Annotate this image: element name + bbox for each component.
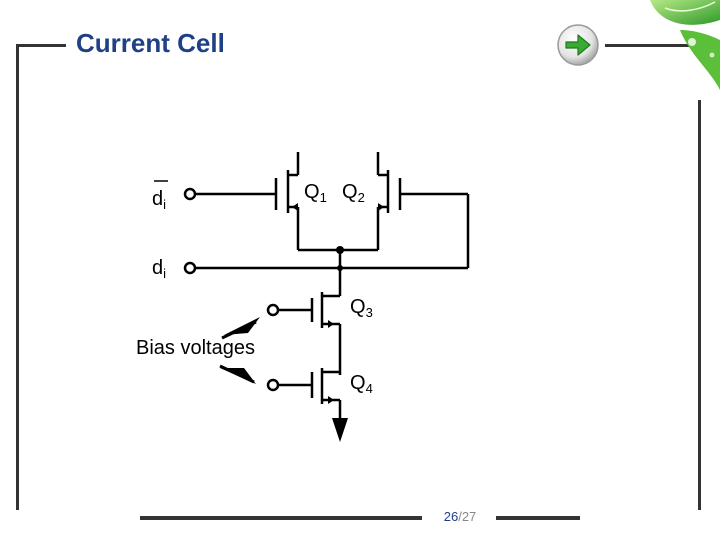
terminal-di <box>183 261 197 275</box>
label-di-bar: di <box>152 188 166 212</box>
slide-title: Current Cell <box>76 28 225 58</box>
terminal-di-bar <box>183 187 197 201</box>
label-bias-voltages: Bias voltages <box>136 337 255 359</box>
frame-bottom-left <box>140 516 422 520</box>
frame-bottom-right <box>496 516 580 520</box>
output-current-arrow <box>332 418 348 442</box>
label-q2: Q2 <box>342 181 365 205</box>
junction-dot-2 <box>337 265 343 271</box>
label-di: di <box>152 257 166 281</box>
label-q1: Q1 <box>304 181 327 205</box>
label-q3: Q3 <box>350 296 373 320</box>
junction-dot <box>336 246 344 254</box>
frame-left-top <box>16 44 66 47</box>
frame-left-vertical <box>16 44 19 510</box>
page-total: 27 <box>461 509 477 524</box>
page-current: 26 <box>443 509 459 524</box>
terminal-bias-q3 <box>266 303 280 317</box>
frame-right-vertical <box>698 100 701 510</box>
green-arrow-right-icon <box>557 24 599 66</box>
label-q4: Q4 <box>350 372 373 396</box>
frame-top-right <box>605 44 700 47</box>
bias-arrow-upper <box>224 317 260 335</box>
transistor-arrows <box>220 203 384 442</box>
leaf-decoration <box>650 0 720 90</box>
terminal-bias-q4 <box>266 378 280 392</box>
page-counter: 26/27 <box>424 509 496 524</box>
next-slide-button[interactable] <box>556 23 600 67</box>
bias-arrow-shafts <box>219 320 257 384</box>
page-separator: / <box>458 509 462 524</box>
circuit-wires <box>195 152 470 418</box>
input-terminals <box>183 187 280 392</box>
